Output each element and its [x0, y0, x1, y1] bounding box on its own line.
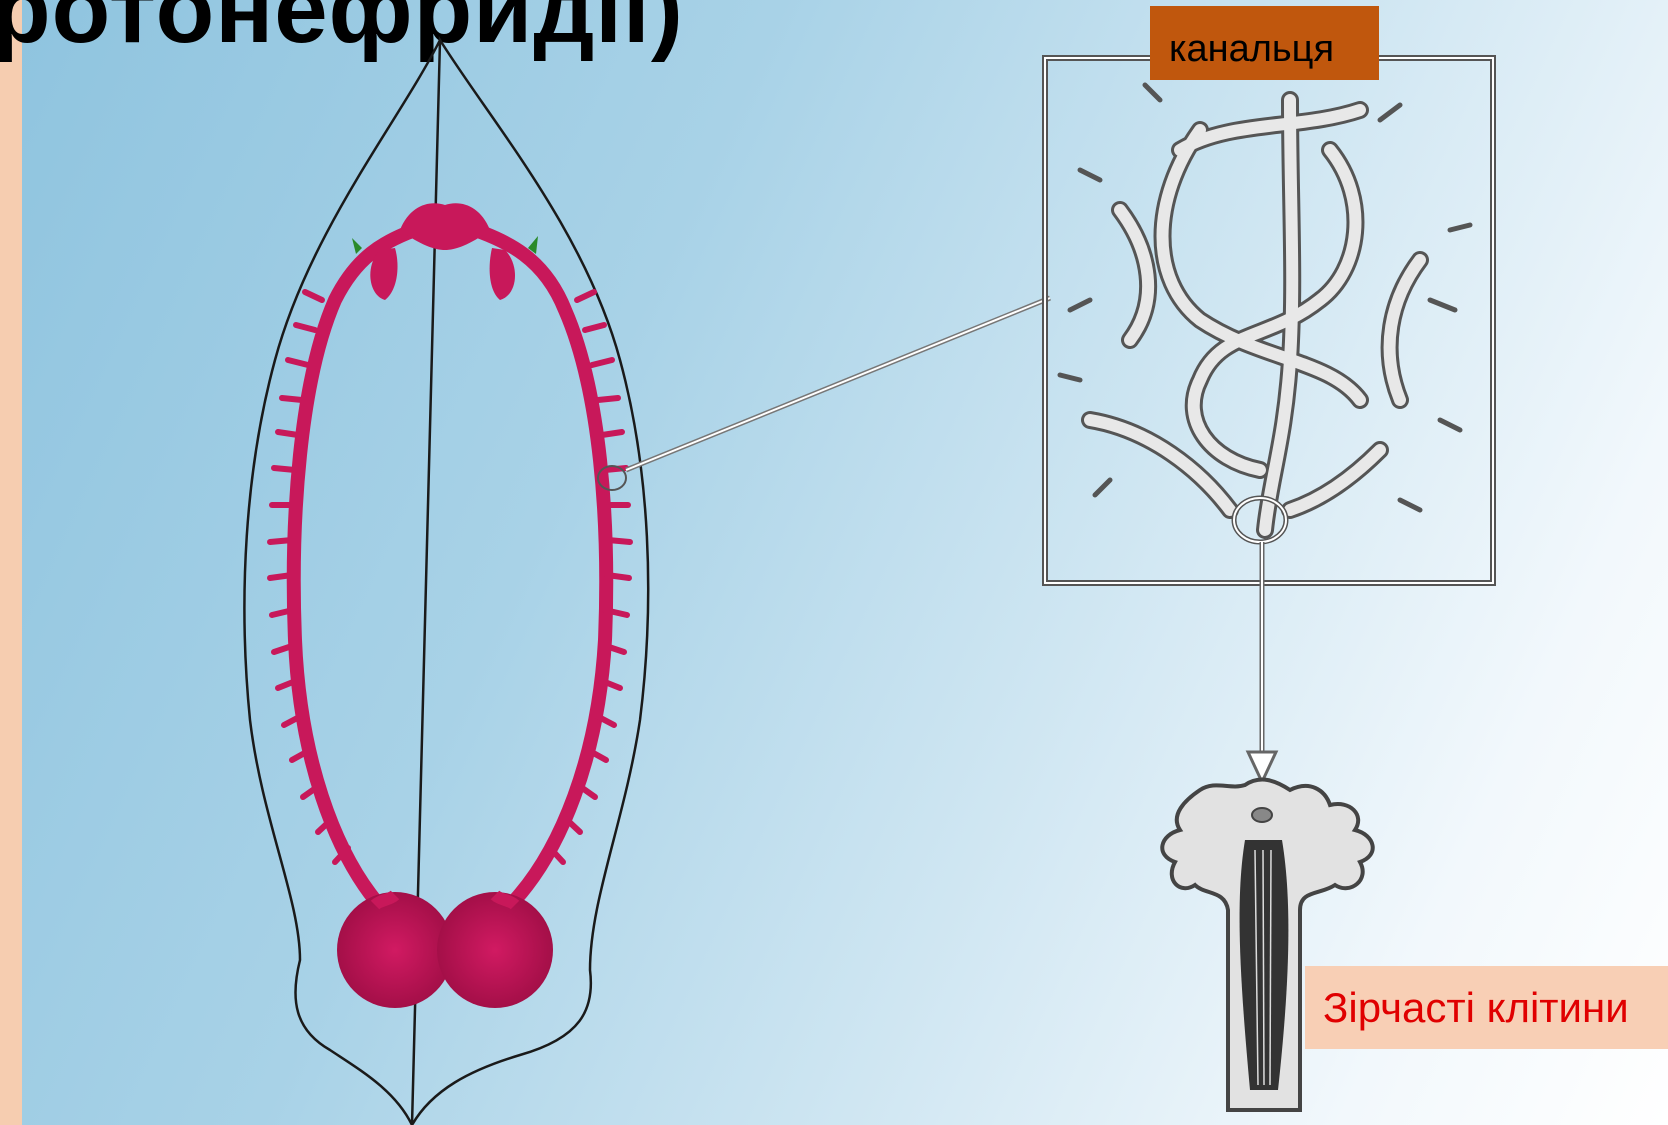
protonephridia-canals: [270, 203, 630, 1008]
stellate-cell-illustration: [1162, 780, 1372, 1110]
stellate-cells-label: Зірчасті клітини: [1305, 966, 1668, 1049]
enlarged-canal-box: [1045, 58, 1493, 583]
arrow-down-icon: [1248, 542, 1276, 782]
canal-label: канальця: [1150, 6, 1379, 80]
canal-label-text: канальця: [1169, 30, 1359, 68]
